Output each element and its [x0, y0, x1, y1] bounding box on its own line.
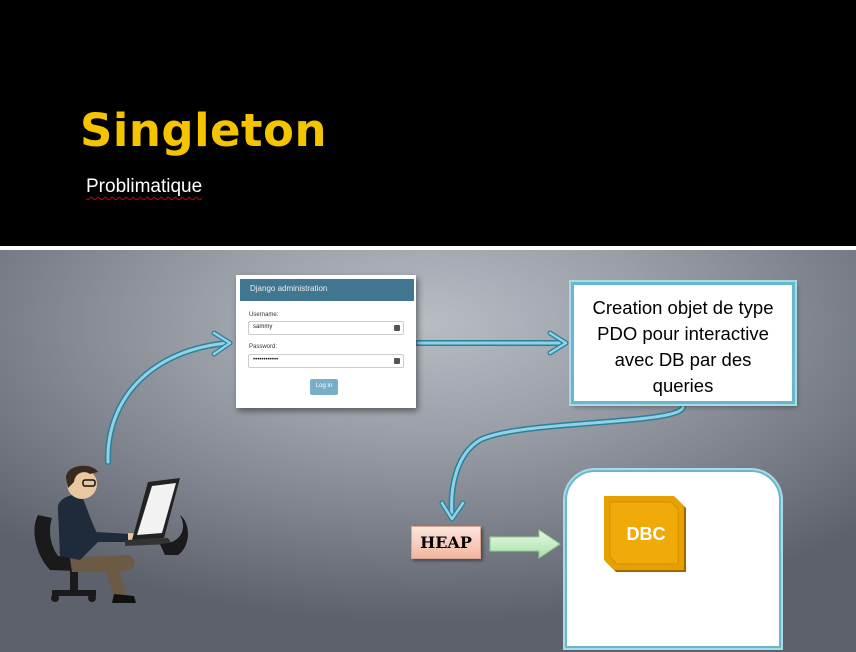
heap-to-memory-arrow — [489, 529, 561, 559]
heap-box: HEAP — [411, 526, 481, 559]
field-icon — [394, 358, 400, 364]
password-value: •••••••••••• — [253, 357, 279, 363]
slide-subtitle: Problimatique — [86, 176, 203, 197]
login-button: Log in — [310, 379, 338, 395]
login-screenshot: Django administration Username: sammy Pa… — [236, 275, 416, 408]
username-label: Username: — [249, 312, 279, 318]
divider-line — [0, 246, 856, 250]
user-at-computer-icon — [34, 465, 188, 603]
username-value: sammy — [253, 324, 273, 330]
login-to-pdo-arrow — [415, 330, 569, 356]
dbc-label: DBC — [626, 524, 666, 544]
pdo-creation-text: Creation objet de type PDO pour interact… — [592, 297, 774, 396]
pdo-to-heap-arrow — [439, 404, 686, 522]
user-to-login-arrow — [104, 330, 233, 465]
field-icon — [394, 325, 400, 331]
heap-label: HEAP — [420, 533, 472, 552]
username-field: sammy — [248, 321, 404, 335]
login-button-label: Log in — [315, 383, 333, 389]
slide-title: Singleton — [80, 104, 327, 157]
password-field: •••••••••••• — [248, 354, 404, 368]
pdo-creation-box: Creation objet de type PDO pour interact… — [571, 282, 795, 404]
title-bar — [0, 0, 856, 246]
login-header: Django administration — [240, 279, 414, 301]
dbc-object-shape — [604, 496, 686, 572]
login-header-title: Django administration — [250, 284, 328, 293]
password-label: Password: — [249, 344, 278, 350]
